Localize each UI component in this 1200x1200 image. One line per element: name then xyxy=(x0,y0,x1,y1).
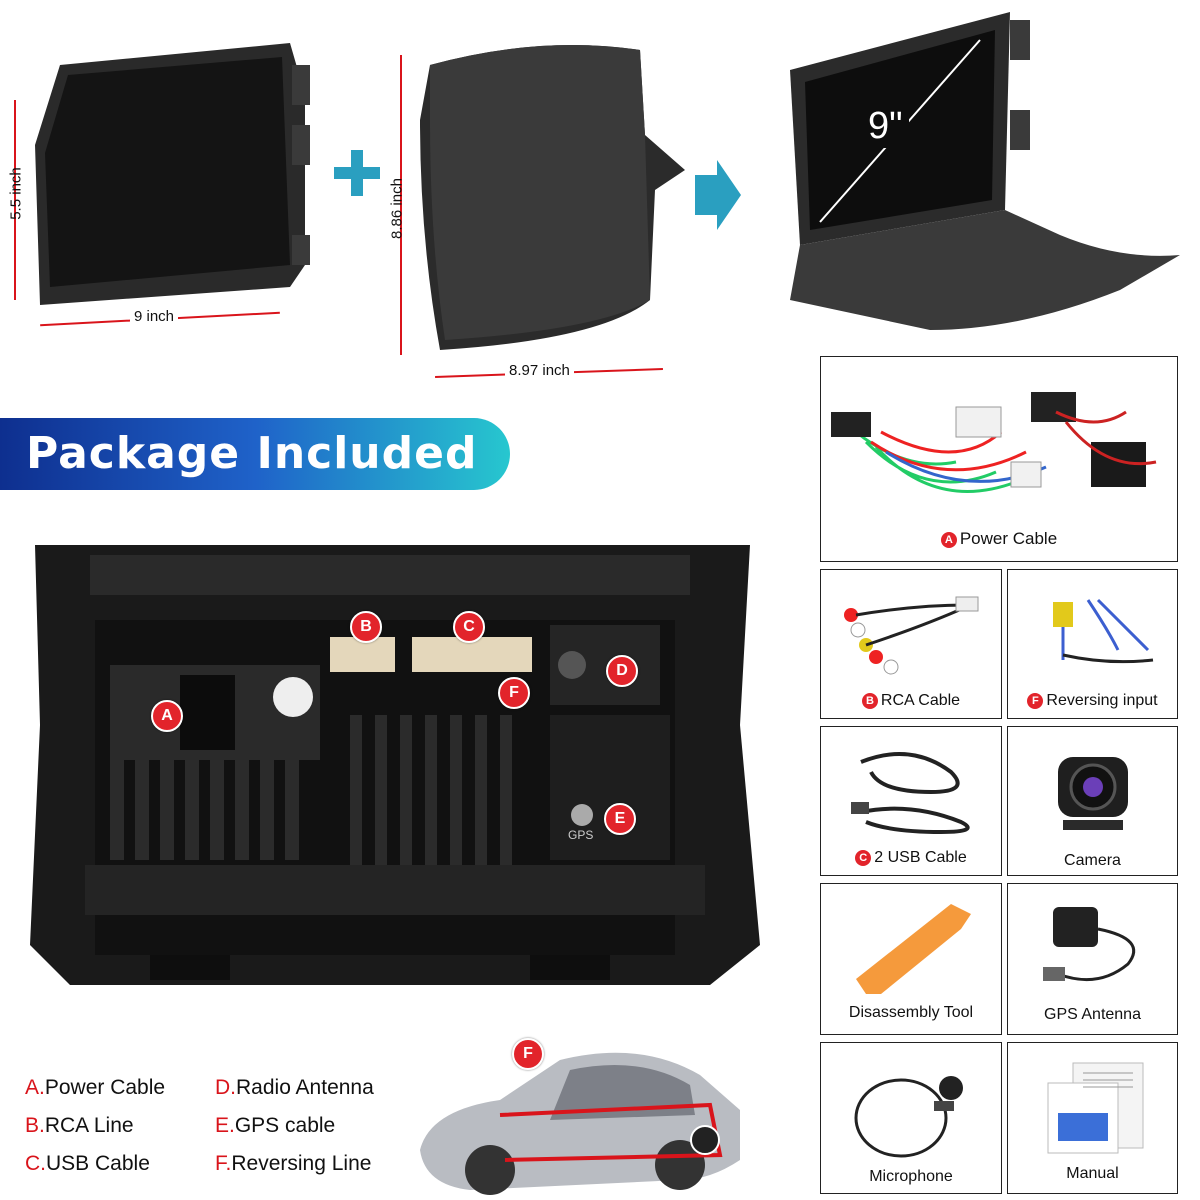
microphone-label: Microphone xyxy=(869,1168,953,1185)
panel-width-label: 8.97 inch xyxy=(505,362,574,379)
camera-label: Camera xyxy=(1064,852,1121,869)
item-manual: Manual xyxy=(1007,1042,1178,1194)
gps-antenna-label: GPS Antenna xyxy=(1044,1006,1141,1023)
frame-illustration xyxy=(35,43,310,305)
gps-port-label: GPS xyxy=(568,828,594,842)
legend-item-d: D.Radio Antenna xyxy=(215,1076,374,1099)
panel-illustration xyxy=(420,45,685,350)
usb-cable-image xyxy=(851,752,970,835)
manual-label: Manual xyxy=(1066,1165,1119,1182)
head-unit-illustration xyxy=(30,545,760,985)
port-d-badge: D xyxy=(606,655,638,687)
port-c-badge: C xyxy=(453,611,485,643)
arrow-right-icon xyxy=(695,160,741,235)
port-a-badge: A xyxy=(151,700,183,732)
screen-size-label: 9" xyxy=(862,105,909,148)
legend-item-c: C.USB Cable xyxy=(25,1152,150,1175)
frame-height-label: 5.5 inch xyxy=(7,167,25,220)
port-f-badge: F xyxy=(498,677,530,709)
power-cable-image xyxy=(831,392,1157,493)
car-cutaway xyxy=(420,1052,740,1195)
rca-cable-badge: B xyxy=(861,692,878,709)
camera-image xyxy=(1058,757,1128,830)
banner-title: Package Included xyxy=(26,428,478,479)
legend-item-f: F.Reversing Line xyxy=(215,1152,372,1175)
power-cable-badge: A xyxy=(940,531,957,548)
frame-width-label: 9 inch xyxy=(130,308,179,325)
disassembly-tool-label: Disassembly Tool xyxy=(848,1004,974,1021)
legend-item-a: A.Power Cable xyxy=(25,1076,166,1099)
disassembly-tool-image xyxy=(856,904,971,994)
package-banner: Package Included xyxy=(0,418,510,490)
microphone-image xyxy=(854,1076,963,1158)
reversing-input-label: Reversing input xyxy=(1046,692,1158,709)
item-microphone: Microphone xyxy=(820,1042,1002,1194)
assembled-illustration xyxy=(790,12,1180,330)
gps-antenna-image xyxy=(1043,907,1136,982)
panel-height-label: 8.86 inch xyxy=(388,178,406,239)
legend-item-e: E.GPS cable xyxy=(215,1114,336,1137)
legend-item-b: B.RCA Line xyxy=(25,1114,134,1137)
port-e-badge: E xyxy=(604,803,636,835)
manual-image xyxy=(1047,1062,1144,1154)
usb-cable-badge: C xyxy=(855,849,872,866)
reversing-input-badge: F xyxy=(1027,692,1044,709)
port-b-badge: B xyxy=(350,611,382,643)
rca-cable-image xyxy=(844,596,979,675)
item-disassembly-tool: Disassembly Tool xyxy=(820,883,1002,1035)
item-gps-antenna: GPS Antenna xyxy=(1007,883,1178,1035)
reversing-input-image xyxy=(1053,598,1154,664)
car-f-badge: F xyxy=(512,1038,544,1070)
usb-cable-label: 2 USB Cable xyxy=(874,849,967,866)
item-camera: Camera xyxy=(1007,726,1178,876)
plus-icon xyxy=(334,150,380,196)
rca-cable-label: RCA Cable xyxy=(880,692,961,709)
power-cable-label: Power Cable xyxy=(959,529,1058,548)
